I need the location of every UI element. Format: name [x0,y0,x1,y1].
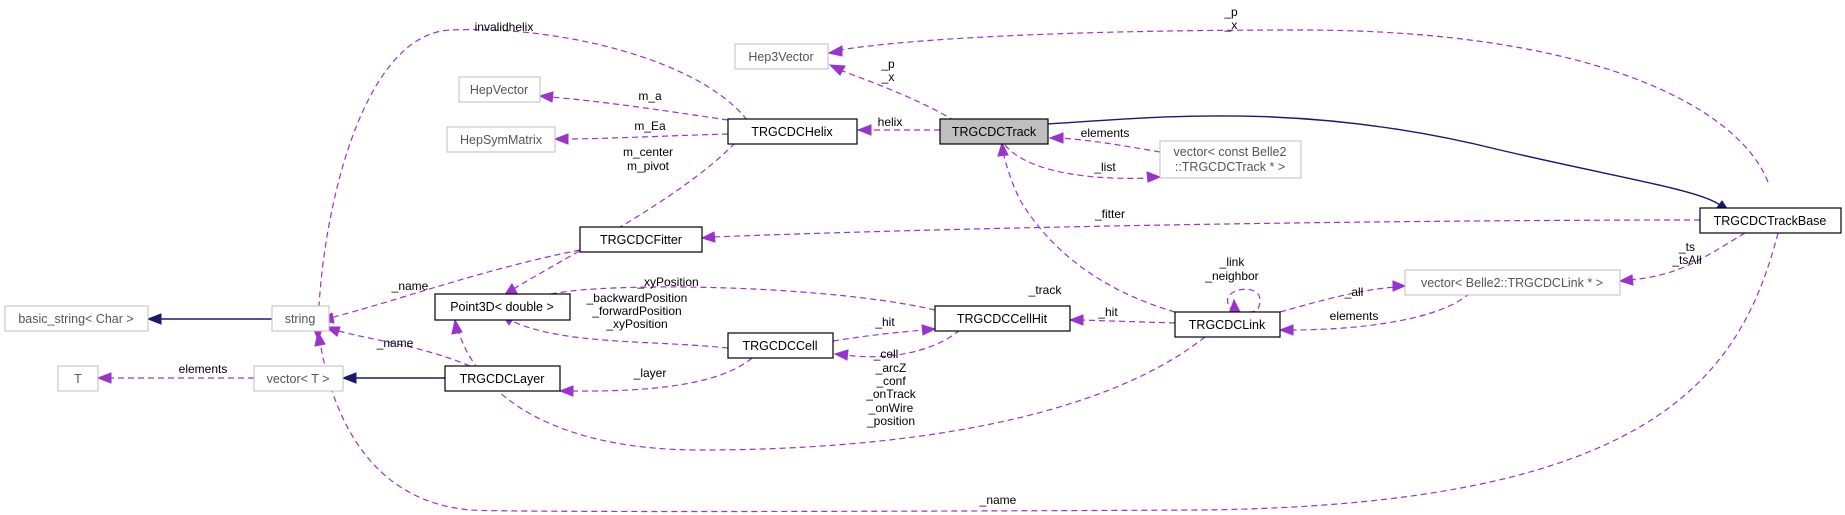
node-hepvector[interactable]: HepVector [458,76,541,103]
edge-vectortrack-track [1048,132,1161,153]
edge-label-track: _track [1028,283,1063,297]
edge-trackbase-fitter [700,219,1701,243]
edge-label-position: _position [866,414,915,428]
svg-text:vector< T >: vector< T > [267,372,330,386]
edge-vectorlink-link-elements [1278,292,1471,336]
edge-track-helix [856,124,940,136]
edge-label-name-bottom: _name [979,493,1017,507]
edge-label-p2: _p [880,57,895,71]
svg-text:HepVector: HepVector [470,83,528,97]
edge-label-m-a: m_a [638,89,662,103]
svg-text:TRGCDCTrack: TRGCDCTrack [952,125,1037,139]
edge-label-forwardposition: _forwardPosition [591,304,681,318]
svg-text:TRGCDCTrackBase: TRGCDCTrackBase [1714,214,1827,228]
node-trgcdctrack[interactable]: TRGCDCTrack [939,118,1049,145]
node-hep3vector[interactable]: Hep3Vector [734,43,829,70]
edge-label-name-layer: _name [376,336,414,350]
node-point3d[interactable]: Point3D< double > [434,293,571,321]
node-trgcdclayer[interactable]: TRGCDCLayer [444,365,561,392]
svg-text:TRGCDCCellHit: TRGCDCCellHit [957,312,1048,326]
edge-helix-hepsymmatrix [553,133,729,145]
edge-trackbase-vectorlink [1618,232,1746,286]
edge-link-cellhit [1068,314,1176,326]
edge-trackbase-string [314,232,1779,513]
svg-text:TRGCDCCell: TRGCDCCell [743,339,818,353]
edge-cell-cellhit [832,324,937,342]
node-trgcdchelix[interactable]: TRGCDCHelix [727,118,858,145]
svg-text:T: T [74,372,82,386]
edge-label-helix: helix [878,115,903,129]
svg-text:string: string [285,312,316,326]
edge-link-self [1226,288,1261,313]
node-vector-track[interactable]: vector< const Belle2 ::TRGCDCTrack * > [1159,140,1302,179]
edge-label-list: _list [1093,160,1116,174]
edge-label-tsall: _tsAll [1671,253,1701,267]
edge-helix-point3d [502,142,736,297]
svg-text:HepSymMatrix: HepSymMatrix [460,133,543,147]
edge-label-elements-link: elements [1330,309,1379,323]
edge-label-ontrack: _onTrack [865,387,917,401]
node-vector-link[interactable]: vector< Belle2::TRGCDCLink * > [1404,269,1621,296]
node-trgcdctrackbase[interactable]: TRGCDCTrackBase [1699,207,1842,234]
svg-text:vector< const Belle2: vector< const Belle2 [1174,145,1287,159]
svg-text:vector< Belle2::TRGCDCLink * >: vector< Belle2::TRGCDCLink * > [1421,276,1603,290]
edge-label-neighbor: _neighbor [1204,269,1258,283]
edge-trackbase-hep3vector [827,29,1769,183]
edge-label-backwardposition: _backwardPosition [586,291,688,305]
edge-label-conf: _conf [875,374,906,388]
node-trgcdcfitter[interactable]: TRGCDCFitter [579,226,703,253]
svg-text:Point3D< double >: Point3D< double > [450,300,554,314]
edge-label-link: _link [1219,255,1246,269]
edge-label-m-ea: m_Ea [634,119,666,133]
edge-string-basicstring-inherit [146,313,272,325]
edge-track-trackbase-inherit [1046,115,1732,214]
edge-track-hep3vector [828,64,956,122]
svg-text:Hep3Vector: Hep3Vector [748,50,813,64]
edge-layer-vectort-inherit [341,372,445,384]
edge-label-onwire: _onWire [868,401,914,415]
edge-label-invalidhelix: invalidhelix [475,20,534,34]
svg-text:basic_string< Char >: basic_string< Char > [18,312,133,326]
edge-label-layer: _layer [633,366,667,380]
edge-link-vectorlink-all [1279,280,1407,313]
edge-label-x: _x [1224,18,1238,32]
svg-text:TRGCDCLink: TRGCDCLink [1189,318,1266,332]
edge-track-vectortrack [1004,144,1162,183]
edge-label-p: _p [1223,5,1238,19]
edge-label-ts: _ts [1678,240,1695,254]
edge-label-m-center: m_center [623,145,673,159]
edge-label-xyposition2: _xyPosition [605,317,667,331]
edge-label-hit-link: _hit [1097,305,1118,319]
node-trgcdccellhit[interactable]: TRGCDCCellHit [934,305,1071,332]
edge-label-cell: _cell [873,347,899,361]
svg-text:::TRGCDCTrack * >: ::TRGCDCTrack * > [1175,160,1285,174]
edge-label-name-fitter: _name [391,279,429,293]
edge-label-xyposition: _xyPosition [636,275,698,289]
node-trgcdclink[interactable]: TRGCDCLink [1174,311,1281,338]
edge-vectort-t [96,372,254,384]
node-trgcdccell[interactable]: TRGCDCCell [727,332,834,359]
edge-helix-hepvector [538,91,729,121]
edge-label-hit-cell: _hit [874,315,895,329]
edge-cellhit-cell [833,329,961,361]
edge-label-m-pivot: m_pivot [627,159,670,173]
node-vector-t[interactable]: vector< T > [253,365,344,392]
node-string[interactable]: string [271,305,330,332]
svg-text:TRGCDCFitter: TRGCDCFitter [600,233,682,247]
edge-label-elements-t: elements [179,362,228,376]
edge-cell-layer [558,357,753,397]
edge-label-all: _all [1344,285,1364,299]
node-t[interactable]: T [57,365,99,392]
edge-link-track [997,141,1176,313]
svg-text:TRGCDCLayer: TRGCDCLayer [460,372,545,386]
edge-label-arcz: _arcZ [875,361,907,375]
edge-label-elements-track: elements [1081,126,1130,140]
edge-label-fitter: _fitter [1094,207,1125,221]
edge-link-point3d [451,318,1206,451]
node-hepsymmatrix[interactable]: HepSymMatrix [446,126,556,153]
node-basic-string[interactable]: basic_string< Char > [4,305,149,332]
edge-label-x2: _x [881,70,895,84]
svg-text:TRGCDCHelix: TRGCDCHelix [751,125,833,139]
